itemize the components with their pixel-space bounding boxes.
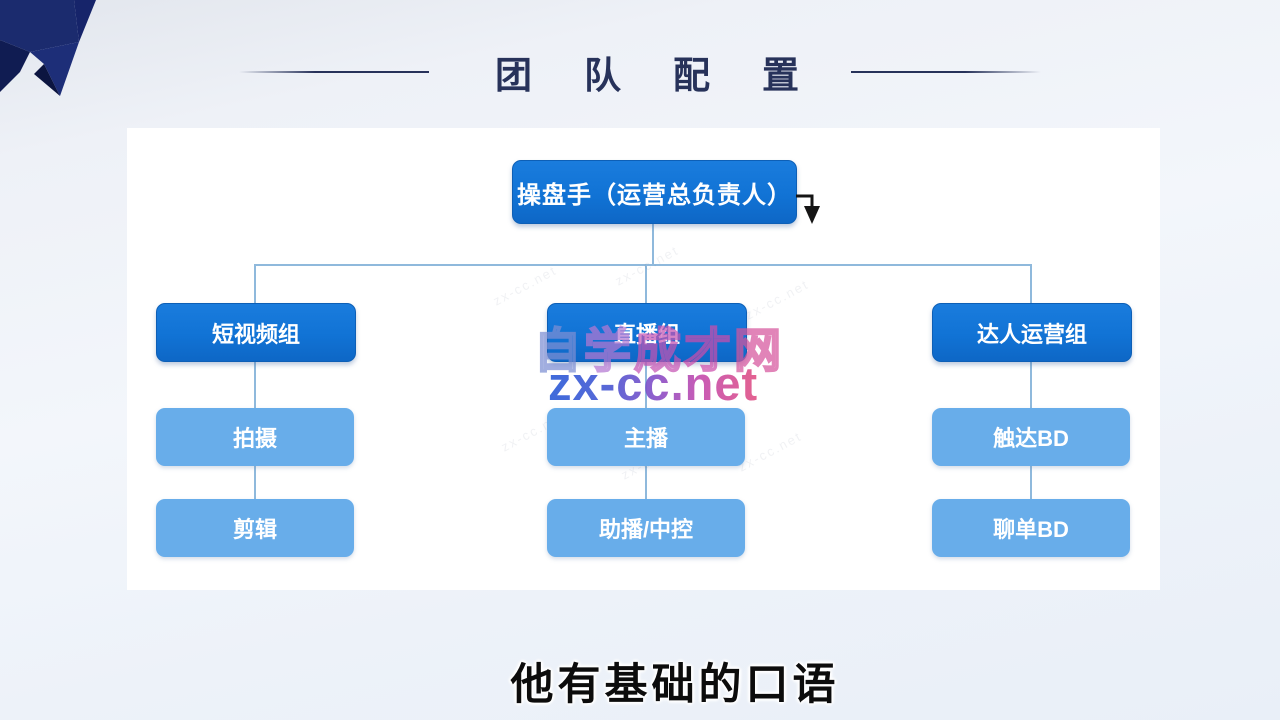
org-member-node: 拍摄 (156, 408, 354, 466)
org-member-node: 剪辑 (156, 499, 354, 557)
org-group-node: 直播组 (547, 303, 747, 362)
org-root-node: 操盘手（运营总负责人） (512, 160, 797, 224)
connector-line (645, 264, 647, 304)
title-divider-right (851, 71, 1041, 73)
org-member-node: 主播 (547, 408, 745, 466)
slide-header: 团队配置 (0, 44, 1280, 100)
org-member-node: 触达BD (932, 408, 1130, 466)
connector-line (254, 264, 256, 304)
connector-line (645, 466, 647, 499)
org-group-node: 达人运营组 (932, 303, 1132, 362)
down-arrow-icon (796, 194, 820, 224)
page-title: 团队配置 (495, 56, 851, 97)
connector-line (645, 360, 647, 408)
connector-line (652, 222, 654, 266)
connector-line (254, 264, 1032, 266)
org-member-node: 助播/中控 (547, 499, 745, 557)
corner-ribbon-icon (0, 0, 96, 96)
connector-line (254, 360, 256, 408)
connector-line (1030, 466, 1032, 499)
connector-line (254, 466, 256, 499)
watermark-brand-text: 自学成才网 (533, 323, 784, 378)
watermark-site-text: zx-cc.net (548, 357, 759, 410)
subtitle-caption: 他有基础的口语 (510, 662, 840, 709)
title-divider-left (239, 71, 429, 73)
connector-line (1030, 264, 1032, 304)
org-group-node: 短视频组 (156, 303, 356, 362)
org-member-node: 聊单BD (932, 499, 1130, 557)
connector-line (1030, 360, 1032, 408)
